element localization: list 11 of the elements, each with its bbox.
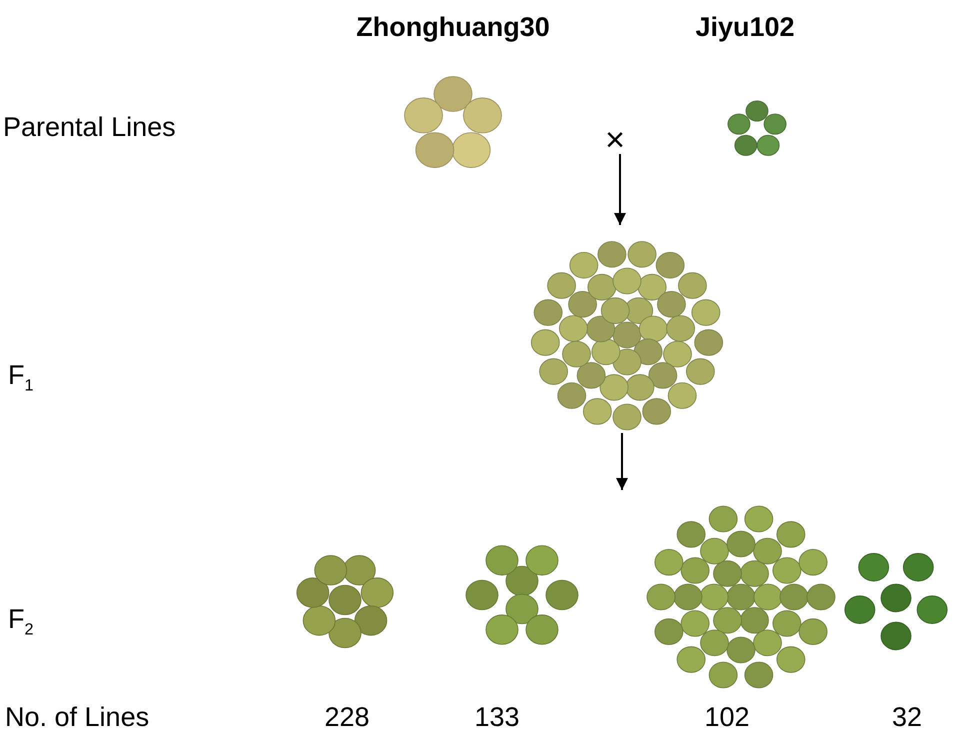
line-count: 102 — [703, 704, 751, 731]
row-label: No. of Lines — [5, 704, 150, 731]
cultivar-heading: Zhonghuang30 — [355, 14, 551, 41]
row-label: Parental Lines — [3, 114, 176, 141]
arrow — [616, 433, 628, 490]
row-label: F$_{2}$ — [8, 606, 34, 638]
cross-symbol: × — [595, 123, 635, 157]
cultivar-heading: Jiyu102 — [694, 14, 796, 41]
arrow — [614, 154, 626, 225]
line-count: 32 — [890, 704, 924, 731]
row-label: F$_{1}$ — [8, 362, 34, 394]
